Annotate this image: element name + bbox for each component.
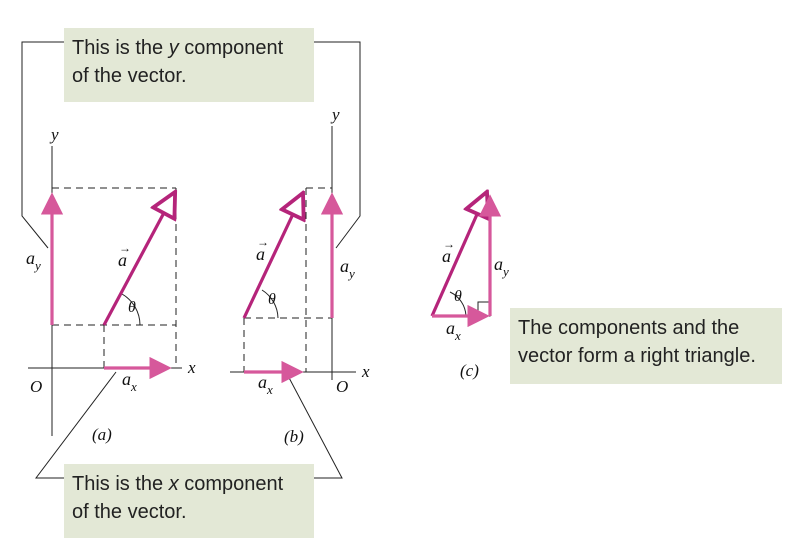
panel-b-theta-label: θ <box>268 291 276 308</box>
y-callout-line2: of the vector. <box>72 65 187 87</box>
x-component-callout: This is the x component of the vector. <box>64 464 314 538</box>
x-callout-leaders <box>34 371 343 479</box>
panel-c-vector-arrow: → <box>443 237 455 251</box>
panel-c-right-angle-mark <box>477 301 491 317</box>
x-callout-line1: This is the x component <box>72 473 284 495</box>
panel-c-vector-a <box>430 194 486 317</box>
panel-a-theta-arc <box>121 293 141 326</box>
panel-b-ax-label: ax <box>258 372 273 397</box>
panel-b-vector-arrow: → <box>257 235 269 249</box>
panel-b-guides <box>243 187 332 372</box>
panel-a-caption: (a) <box>92 425 112 444</box>
panel-a-guides <box>52 187 177 368</box>
panel-b-y-axis-label: y <box>330 105 340 124</box>
y-callout-variable: y <box>168 37 179 59</box>
panel-b-x-axis-label: x <box>361 362 370 381</box>
triangle-callout-line2: vector form a right triangle. <box>518 345 756 367</box>
x-callout-variable: x <box>168 473 179 495</box>
panel-c-vector-label: a <box>442 246 451 266</box>
panel-b-vector-a <box>242 195 302 319</box>
panel-b-ay-label: ay <box>340 256 355 281</box>
panel-a-x-axis-label: x <box>187 358 196 377</box>
panel-a-ax-label: ax <box>122 369 137 394</box>
panel-a-origin-label: O <box>30 377 42 396</box>
panel-a-vector-a <box>102 194 174 326</box>
panel-b-vector-label: a <box>256 244 265 264</box>
panel-b-theta-arc <box>261 289 279 319</box>
panel-b: y x O a → θ ay ax (b) <box>230 105 370 446</box>
y-component-callout: This is the y component of the vector. <box>64 28 314 102</box>
panel-a-ay-label: ay <box>26 248 41 273</box>
panel-a-vector-label: a <box>118 250 127 270</box>
panel-c-theta-arc <box>449 291 467 317</box>
panel-b-origin-label: O <box>336 377 348 396</box>
panel-c-ay-label: ay <box>494 254 509 279</box>
panel-c: a → θ ay ax (c) <box>430 194 509 380</box>
panel-c-theta-label: θ <box>454 288 462 305</box>
right-triangle-callout: The components and the vector form a rig… <box>510 308 782 384</box>
panel-c-caption: (c) <box>460 361 479 380</box>
triangle-callout-line1: The components and the <box>518 317 740 339</box>
panel-a-y-axis-label: y <box>49 125 59 144</box>
panel-b-caption: (b) <box>284 427 304 446</box>
panel-a-theta-label: θ <box>128 299 136 316</box>
y-callout-leaders <box>21 41 361 249</box>
panel-a: y x O a → θ ay ax (a) <box>26 125 196 444</box>
x-callout-line2: of the vector. <box>72 501 187 523</box>
panel-c-ax-label: ax <box>446 318 461 343</box>
y-callout-line1: This is the y component <box>72 37 284 59</box>
panel-a-vector-arrow: → <box>119 241 131 255</box>
